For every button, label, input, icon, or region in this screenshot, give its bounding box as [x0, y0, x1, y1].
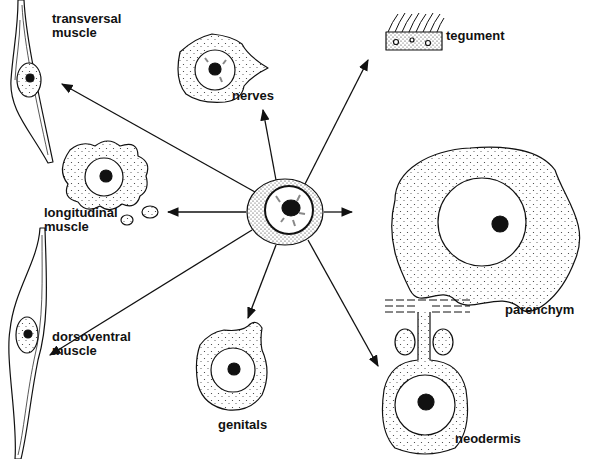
arrow: [263, 110, 276, 180]
myofibril: [15, 5, 48, 155]
dorsoventral-muscle-cell: [9, 228, 47, 459]
arrow: [248, 245, 276, 318]
cell-type-label: dorsoventral muscle: [52, 330, 135, 358]
tegument-layer: [386, 13, 444, 50]
transversal-muscle-cell: [11, 0, 53, 163]
cytoplasm-fragment: [121, 215, 133, 225]
stem-cell: [247, 179, 323, 245]
nucleus: [17, 63, 41, 97]
arrow: [308, 240, 378, 366]
arrow: [305, 60, 368, 184]
nucleolus: [24, 330, 32, 338]
muscle-spindle: [9, 228, 47, 459]
muscle-spindle: [11, 0, 53, 163]
genital-cell-body: [196, 322, 267, 410]
vesicle: [426, 41, 431, 46]
arrow: [324, 211, 352, 212]
arrow: [168, 211, 246, 212]
cell-type-label-box: parenchym: [505, 303, 579, 317]
nucleus: [211, 348, 255, 392]
cell-body: [395, 329, 415, 355]
neodermis-cell-body: [382, 312, 467, 454]
nucleolus: [209, 63, 221, 75]
microtriches: [388, 13, 444, 32]
arrow: [62, 84, 255, 192]
cell-type-label: tegument: [446, 29, 509, 43]
neodermis-cell: [382, 300, 470, 454]
genital-cell: [196, 322, 267, 410]
chromatin: [205, 58, 226, 82]
nucleus: [438, 178, 526, 266]
nucleus: [195, 50, 235, 90]
nucleolus: [492, 216, 508, 232]
muscle-cell-body: [62, 141, 147, 210]
cell-type-label: parenchym: [505, 303, 579, 317]
nucleolus: [26, 74, 34, 82]
cell-body: [433, 329, 453, 355]
nucleolus: [282, 200, 300, 216]
nucleus: [395, 375, 455, 435]
parenchyma-cell: [392, 147, 580, 311]
cell-type-label-box: transversal muscle: [52, 12, 126, 40]
cell-type-label: longitudinal muscle: [44, 206, 122, 234]
cell-type-label: genitals: [218, 418, 272, 432]
nucleolus: [418, 394, 434, 410]
stem-cell-body: [247, 179, 323, 245]
nucleus: [85, 158, 123, 196]
cytoplasm-fragment: [142, 206, 158, 218]
tegument-band: [386, 32, 442, 50]
nucleus: [16, 317, 38, 353]
cell-type-label-box: dorsoventral muscle: [52, 330, 135, 358]
cell-type-label-box: neodermis: [455, 432, 525, 446]
vesicle: [394, 40, 399, 45]
nucleolus: [100, 170, 112, 182]
nucleolus: [228, 363, 240, 375]
cell-type-label: transversal muscle: [52, 12, 126, 40]
cell-type-label: neodermis: [455, 432, 525, 446]
cell-type-label-box: tegument: [446, 29, 509, 43]
cell-type-label-box: nerves: [232, 89, 278, 103]
cell-type-label: nerves: [232, 89, 278, 103]
parenchyma-body: [392, 147, 580, 311]
vesicle: [410, 38, 414, 42]
cell-type-label-box: longitudinal muscle: [44, 206, 122, 234]
syncytium: [385, 300, 470, 312]
cell-type-label-box: genitals: [218, 418, 272, 432]
cells: [9, 0, 580, 459]
stem-cell-nucleus: [265, 186, 313, 234]
chromatin: [276, 195, 305, 226]
